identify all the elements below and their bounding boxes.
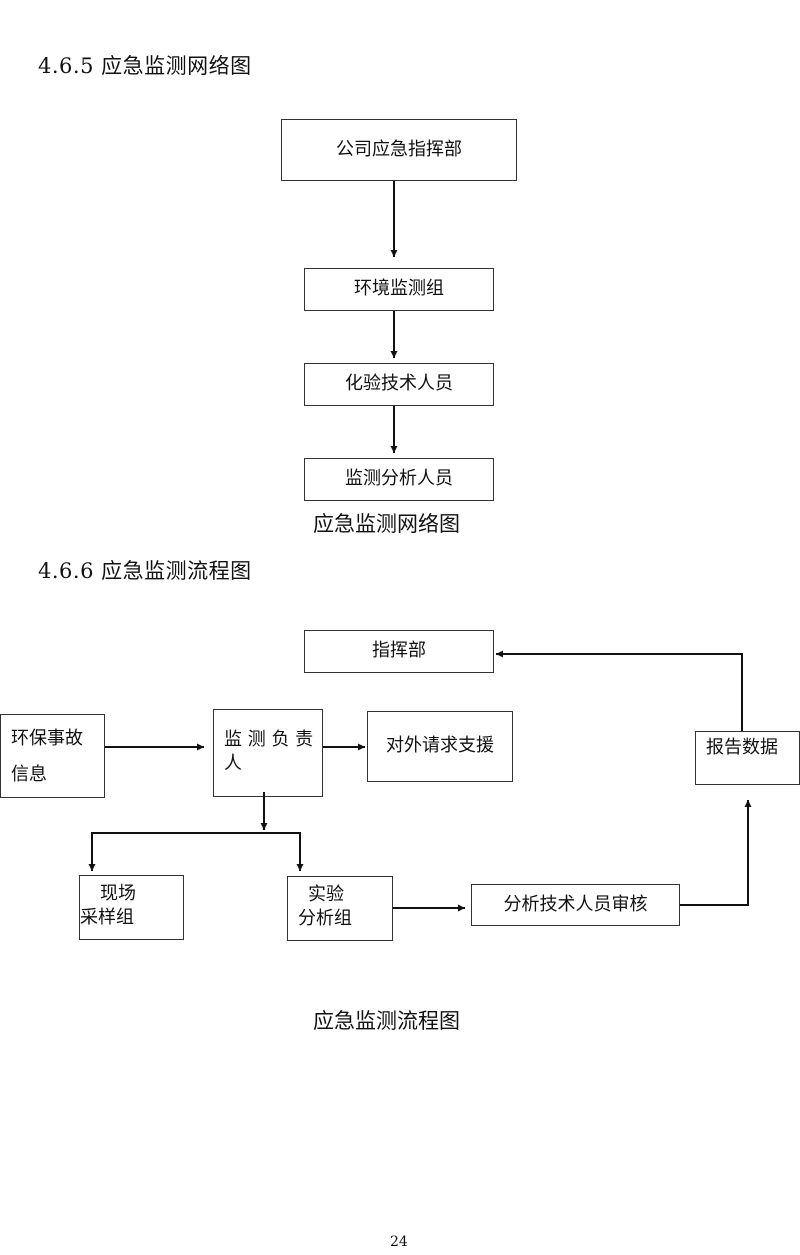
box-company-command-label: 公司应急指挥部 [336,138,462,160]
box-report-data-label: 报告数据 [706,737,778,758]
arrow-branch-to-sampling [88,832,264,871]
box-external-support-label: 对外请求支援 [386,735,494,757]
diagram-caption-flow: 应急监测流程图 [313,1009,460,1033]
box-analysis-staff-label: 监测分析人员 [345,468,453,490]
box-external-support: 对外请求支援 [367,711,513,782]
box-lab-technicians-label: 化验技术人员 [345,373,453,395]
box-analyst-review-label: 分析技术人员审核 [503,893,648,915]
page-number: 24 [390,1234,408,1250]
box-incident-info-line2: 信息 [11,764,47,786]
box-headquarters: 指挥部 [304,630,494,673]
box-incident-info-line1: 环保事故 [11,728,83,749]
box-field-sampling-line1: 现场 [100,883,136,904]
box-analysis-staff: 监测分析人员 [304,458,494,501]
box-field-sampling: 现场 采样组 [79,875,184,940]
box-env-monitoring-group: 环境监测组 [304,268,494,311]
box-monitoring-lead: 监 测 负 责 人 [213,709,323,797]
section-heading-flow: 4.6.6 应急监测流程图 [38,559,252,583]
box-lab-analysis: 实验 分析组 [287,876,393,941]
box-analyst-review: 分析技术人员审核 [471,884,680,926]
box-lab-analysis-line1: 实验 [308,884,344,905]
box-report-data: 报告数据 [695,731,800,785]
box-lab-analysis-line2: 分析组 [298,908,352,930]
box-headquarters-label: 指挥部 [372,640,426,662]
box-monitoring-lead-line2: 人 [224,753,242,775]
arrow-branch-to-lab [264,832,304,871]
box-field-sampling-line2: 采样组 [80,907,134,929]
box-incident-info: 环保事故 信息 [0,714,105,798]
section-heading-network: 4.6.5 应急监测网络图 [38,54,252,78]
box-company-command: 公司应急指挥部 [281,119,517,181]
box-env-monitoring-group-label: 环境监测组 [354,278,444,300]
box-lab-technicians: 化验技术人员 [304,363,494,406]
box-monitoring-lead-line1: 监 测 负 责 [224,729,314,750]
arrow-report-to-hq [496,650,743,731]
arrow-review-to-report [680,800,752,906]
diagram-caption-network: 应急监测网络图 [313,512,460,536]
